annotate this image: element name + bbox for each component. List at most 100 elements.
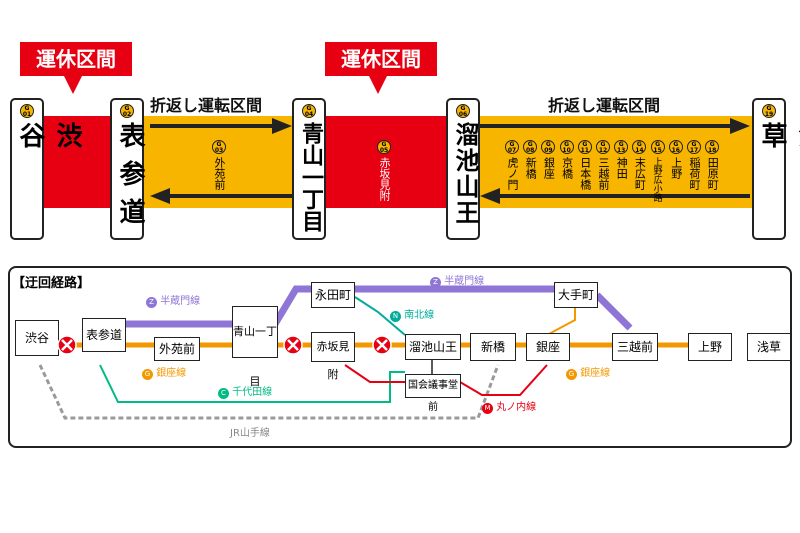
x-icon — [283, 335, 303, 355]
turnback-header-left: 折返し運転区間 — [150, 96, 263, 115]
turnback-band-right — [450, 116, 760, 208]
station-name: 銀座 — [542, 157, 556, 179]
x-icon — [57, 335, 77, 355]
label-marunouchi: M 丸ノ内線 — [482, 398, 536, 414]
small-station: G 11 日本橋 — [577, 140, 594, 190]
line-label: 半蔵門線 — [444, 276, 485, 287]
detour-panel — [8, 266, 792, 448]
station-name: 浅草 — [757, 122, 800, 184]
station-code-icon: G 09 — [541, 140, 556, 154]
station-name: 虎ノ門 — [506, 157, 519, 190]
station-code-icon: G 12 — [596, 140, 610, 154]
small-station: G 10 京橋 — [559, 140, 576, 179]
small-station: G 09 銀座 — [541, 140, 557, 179]
small-station: G 12 三越前 — [596, 140, 612, 190]
label-chiyoda: C 千代田線 — [218, 383, 272, 399]
station-otemachi: 大手町 — [554, 282, 598, 308]
station-code-icon: G 04 — [302, 104, 316, 118]
label-yamanote: JR山手線 — [230, 428, 270, 439]
suspended-tag-left: 運休区間 — [20, 42, 132, 76]
station-ginza: 銀座 — [526, 333, 570, 361]
station-name: 渋谷 — [15, 122, 82, 184]
turnback-arrows — [150, 118, 750, 204]
turnback-header-right: 折返し運転区間 — [548, 96, 661, 115]
station-ueno: 上野 — [688, 333, 732, 361]
station-name: 赤坂見附 — [378, 157, 391, 201]
hanzomon-line-icon: Z — [146, 297, 157, 308]
station-code-icon: G 06 — [456, 104, 470, 118]
label-hanzomon-right: Z 半蔵門線 — [430, 272, 484, 288]
station-name: 日本橋 — [578, 157, 592, 190]
station-box-shibuya: G 01 渋谷 — [10, 98, 82, 240]
label-ginza-right: G 銀座線 — [566, 364, 610, 380]
line-label: 丸ノ内線 — [496, 402, 537, 413]
station-tameike: 溜池山王 — [405, 334, 461, 360]
station-code-icon: G 03 — [212, 140, 226, 154]
station-code-icon: G 13 — [614, 140, 629, 154]
station-mitsukoshi: 三越前 — [612, 333, 658, 361]
station-box-asakusa: G 19 浅草 — [752, 98, 800, 240]
line-label: 銀座線 — [156, 368, 187, 379]
detour-title: 【迂回経路】 — [12, 276, 91, 291]
station-code-icon: G 05 — [377, 140, 391, 154]
station-name: 上野広小路 — [651, 157, 662, 202]
station-omotesando: 表参道 — [82, 318, 126, 352]
small-station-akasaka: G 05 赤坂見附 — [377, 140, 393, 201]
small-station: G 18 田原町 — [705, 140, 721, 190]
station-code-icon: G 07 — [505, 140, 519, 154]
station-name: 稲荷町 — [688, 157, 701, 190]
station-code-icon: G 14 — [632, 140, 647, 154]
station-name: 上野 — [669, 157, 683, 179]
chiyoda-line — [99, 364, 405, 403]
station-name: 神田 — [615, 157, 629, 179]
label-ginza-left: G 銀座線 — [142, 364, 186, 380]
station-akasaka: 赤坂見附 — [311, 332, 355, 381]
label-hanzomon-left: Z 半蔵門線 — [146, 292, 200, 308]
line-label: 千代田線 — [232, 387, 273, 398]
tag-pointer-middle — [369, 76, 387, 94]
station-asakusa: 浅草 — [747, 333, 791, 361]
yamanote-line — [38, 364, 500, 420]
station-name: 三越前 — [597, 157, 610, 190]
small-station: G 13 神田 — [614, 140, 630, 179]
station-shimbashi: 新橋 — [470, 333, 516, 361]
otemachi-link — [546, 305, 576, 336]
station-nagatacho: 永田町 — [311, 282, 355, 308]
station-box-omotesando: G 02 表参道 — [110, 98, 145, 240]
ginza-line-icon: G — [142, 369, 153, 380]
station-name: 新橋 — [524, 157, 538, 179]
ginza-line-icon: G — [566, 369, 577, 380]
suspended-band-middle — [320, 116, 450, 208]
hanzomon-line-icon: Z — [430, 277, 441, 288]
namboku-line — [354, 296, 406, 336]
station-code-icon: G 18 — [705, 140, 720, 154]
station-code-icon: G 11 — [577, 140, 592, 154]
station-code-icon: G 01 — [20, 104, 34, 118]
station-shibuya: 渋谷 — [15, 320, 59, 356]
hanzomon-line — [100, 285, 633, 331]
station-code-icon: G 10 — [559, 140, 574, 154]
marunouchi-line — [344, 364, 548, 396]
small-station-gaienmae: G 03 外苑前 — [212, 140, 228, 190]
station-name: 外苑前 — [213, 157, 226, 190]
station-name: 溜池山王 — [451, 122, 479, 226]
line-label: 南北線 — [404, 310, 435, 321]
station-code-icon: G 16 — [668, 140, 683, 154]
chiyoda-line-icon: C — [218, 388, 229, 399]
x-icon — [372, 335, 392, 355]
station-code-icon: G 02 — [120, 104, 134, 118]
tag-pointer-left — [64, 76, 82, 94]
namboku-line-icon: N — [390, 311, 401, 322]
small-station: G 07 虎ノ門 — [505, 140, 521, 190]
station-name: 田原町 — [706, 157, 720, 190]
station-name: 京橋 — [560, 157, 574, 179]
station-code-icon: G 19 — [762, 104, 776, 118]
marunouchi-line-icon: M — [482, 403, 493, 414]
station-name: 青山一丁目 — [298, 122, 323, 232]
station-gaienmae: 外苑前 — [154, 337, 200, 361]
line-label: 半蔵門線 — [160, 296, 201, 307]
suspended-tag-middle: 運休区間 — [325, 42, 437, 76]
